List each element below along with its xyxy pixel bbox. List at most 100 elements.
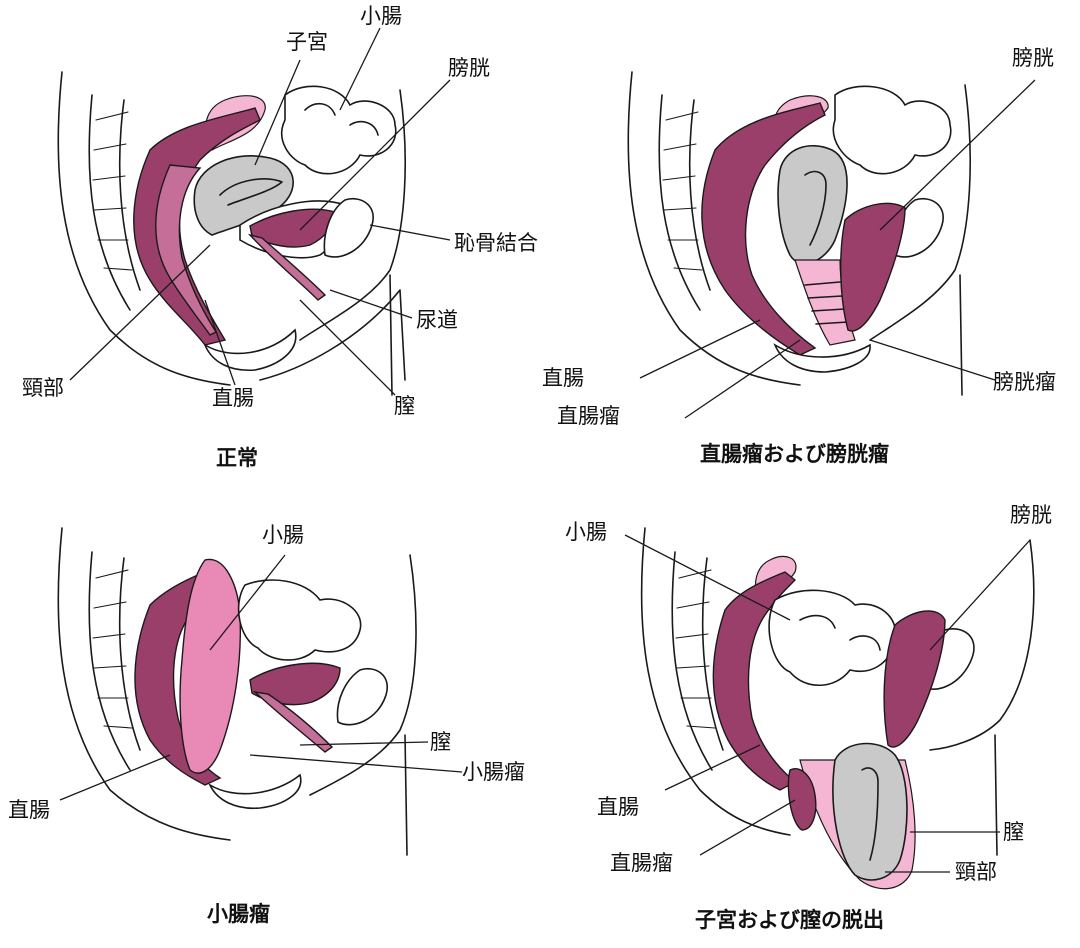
spine-front-3	[118, 557, 141, 751]
spine-front-2	[688, 99, 711, 291]
leader-rectum-4	[664, 744, 761, 791]
skin-front-3	[309, 554, 417, 796]
label-small-intestine-4: 小腸	[565, 520, 607, 544]
thigh-line-3	[404, 734, 408, 856]
panel-prolapse-drawing	[624, 527, 1035, 890]
leader-cervix	[69, 244, 211, 381]
leader-small-intestine-3	[209, 554, 286, 651]
body-outline-back-4	[640, 527, 791, 836]
leader-vagina	[299, 299, 396, 396]
small-intestine-pro	[768, 589, 897, 686]
body-outline-back	[57, 71, 231, 386]
pubic-bone-ent	[336, 668, 389, 726]
body-outline-inner-2	[658, 94, 701, 311]
small-intestine-loops	[280, 85, 397, 175]
small-intestine-rc	[832, 85, 952, 175]
label-enterocele-3: 小腸瘤	[462, 760, 525, 784]
uterus-rc	[777, 145, 848, 265]
leader-bladder	[299, 79, 451, 231]
label-rectum-4: 直腸	[597, 795, 639, 819]
thigh-line	[389, 274, 393, 396]
label-bladder: 膀胱	[448, 56, 490, 80]
leader-bladder-4	[929, 539, 1031, 651]
leader-rectum-2	[639, 319, 761, 379]
leader-rectum	[204, 299, 236, 386]
label-cervix-4: 頸部	[955, 860, 997, 884]
uterus-cavity-rc	[804, 170, 827, 246]
body-outline-back-3	[57, 527, 231, 841]
label-rectocele-4: 直腸瘤	[610, 851, 673, 875]
leader-rectum-3	[59, 754, 171, 801]
label-rectocele-2: 直腸瘤	[557, 404, 620, 428]
leader-small-intestine	[339, 27, 381, 111]
label-bladder-4: 膀胱	[1010, 503, 1052, 527]
rectum-pro	[712, 571, 797, 791]
skin-front	[299, 89, 407, 341]
urethra-tract-ent	[252, 690, 334, 753]
rectum-normal	[133, 107, 261, 346]
uterus-cavity	[219, 178, 283, 206]
label-vagina-4: 膣	[1003, 820, 1024, 844]
perineum	[203, 328, 297, 372]
leader-pubic	[369, 224, 451, 241]
label-small-intestine-3: 小腸	[262, 523, 304, 547]
label-uterus: 子宮	[286, 30, 328, 54]
spine-segments-2	[662, 111, 703, 271]
panel-rectocele-cystocele-drawing	[627, 71, 1036, 419]
caption-normal: 正常	[216, 446, 258, 470]
label-urethra: 尿道	[416, 308, 458, 332]
spine-front-4	[701, 557, 724, 751]
body-outline-inner-3	[88, 551, 131, 771]
leader-rectocele-4	[699, 799, 796, 856]
label-rectum: 直腸	[212, 386, 254, 410]
leader-bladder-2	[879, 79, 1036, 231]
caption-prolapse: 子宮および膣の脱出	[695, 908, 884, 932]
uterus-pro	[832, 742, 908, 881]
panel-enterocele-drawing	[57, 527, 463, 856]
skin-front-4	[929, 539, 1035, 751]
label-vagina-3: 膣	[430, 730, 451, 754]
caption-enterocele: 小腸瘤	[207, 902, 270, 926]
spine-segments-4	[675, 569, 716, 729]
body-outline-back-2	[627, 71, 801, 386]
label-cystocele-2: 膀胱瘤	[993, 370, 1056, 394]
bladder-pro	[883, 610, 946, 748]
rectum-rc	[701, 102, 826, 356]
body-outline-inner	[88, 94, 131, 311]
leader-enterocele-3	[249, 754, 463, 773]
urethra-vagina-tract	[247, 233, 327, 301]
leader-cystocele-2	[869, 339, 996, 381]
pubic-bone	[323, 198, 374, 258]
panel-normal-drawing	[57, 27, 451, 396]
vagina-rugae-rc	[804, 281, 849, 325]
label-rectum-3: 直腸	[8, 798, 50, 822]
skin-front-2	[869, 84, 972, 341]
intestine-fold	[304, 102, 379, 136]
intestine-fold-4	[799, 614, 881, 651]
label-pubic-symphysis: 恥骨結合	[454, 231, 538, 255]
perineum-ent	[208, 773, 302, 810]
label-rectum-2: 直腸	[542, 366, 584, 390]
spine-segments-3	[92, 569, 133, 729]
spine-segments	[92, 111, 133, 271]
body-outline-inner-4	[671, 551, 713, 771]
small-intestine-ent	[237, 579, 362, 661]
rectum-inner	[155, 164, 218, 336]
leader-rectocele-2	[684, 339, 801, 419]
label-bladder-2: 膀胱	[1012, 46, 1054, 70]
leg-outline	[259, 289, 406, 381]
leader-urethra	[329, 289, 413, 319]
uterus-cavity-pro	[861, 767, 879, 861]
leader-vagina-3	[299, 741, 429, 746]
leader-uterus	[254, 59, 301, 166]
label-cervix: 頸部	[22, 376, 64, 400]
spine-front	[118, 99, 141, 291]
bladder-rc	[840, 202, 906, 332]
thigh-line-2	[959, 274, 963, 396]
thigh-line-4	[994, 734, 998, 856]
label-small-intestine: 小腸	[360, 4, 402, 28]
label-vagina: 膣	[394, 394, 415, 418]
caption-rectocele-cystocele: 直腸瘤および膀胱瘤	[700, 442, 889, 466]
